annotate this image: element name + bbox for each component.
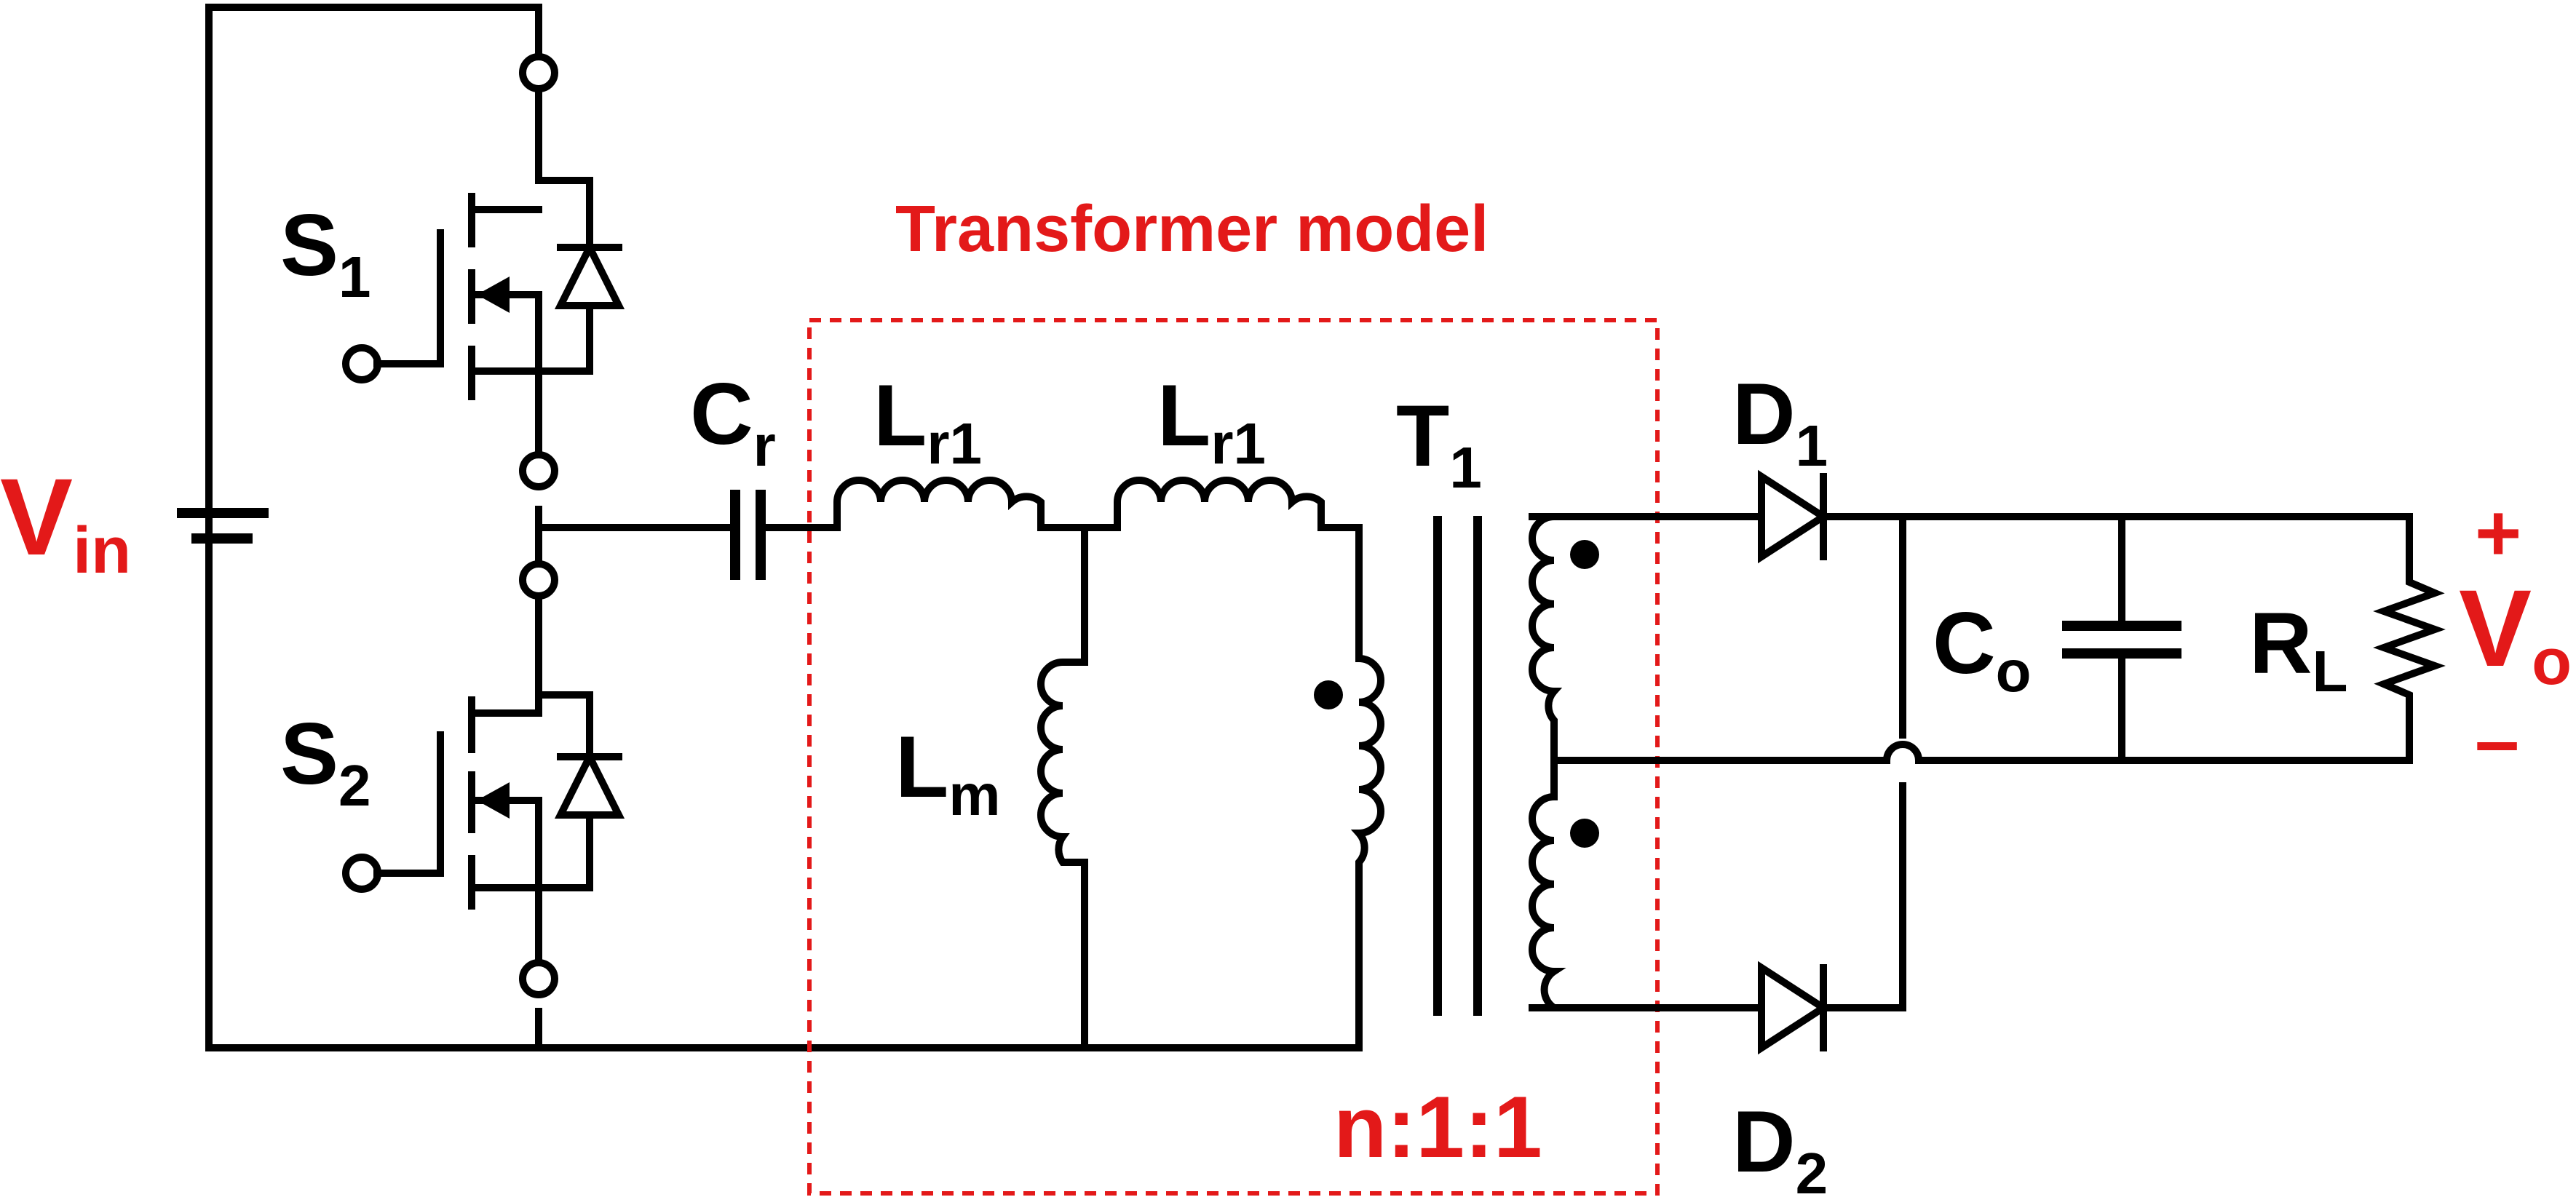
- turns-ratio-label: n:1:1: [1333, 1078, 1542, 1176]
- load-resistor-rl: RL: [2249, 513, 2446, 764]
- node-terminal: [519, 451, 558, 490]
- input-source-vin: Vin: [0, 4, 1363, 1051]
- lm-label: Lm: [895, 718, 1000, 827]
- s1-body-arrow-icon: [477, 277, 510, 313]
- lr1-b-label: Lr1: [1157, 367, 1266, 476]
- transformer-model-box: Transformer model n:1:1: [807, 193, 1660, 1196]
- magnetizing-inductor-lm: Lm: [895, 524, 1088, 1051]
- transformer-core-t1: T1: [1396, 387, 1482, 1016]
- secondary-upper-polarity-dot: [1570, 540, 1599, 569]
- s2-body-diode-icon: [554, 748, 625, 819]
- center-tap-wire: [1550, 741, 2413, 764]
- s1-body-diode-icon: [554, 239, 625, 309]
- vin-label: Vin: [0, 456, 131, 587]
- output-capacitor-co: Co: [1933, 513, 2181, 764]
- output-voltage-vo: + Vo –: [2459, 488, 2572, 785]
- resonant-inductor-lr1-a: Lr1: [833, 367, 1088, 531]
- node-terminal: [519, 560, 558, 600]
- s2-body-arrow-icon: [477, 782, 510, 819]
- resonant-inductor-lr1-b: Lr1: [1081, 367, 1363, 644]
- s2-gate-terminal: [342, 854, 381, 893]
- diode-d1: D1: [1732, 365, 2413, 564]
- cr-label: Cr: [690, 365, 776, 478]
- d1-label: D1: [1732, 365, 1828, 478]
- rl-label: RL: [2249, 594, 2348, 704]
- transformer-secondary-winding-upper: [1529, 513, 1765, 764]
- vo-minus-sign: –: [2475, 696, 2519, 785]
- d2-diode-icon: [1758, 961, 1831, 1055]
- d1-diode-icon: [1758, 469, 1831, 564]
- node-terminal: [519, 959, 558, 998]
- transformer-model-title: Transformer model: [895, 193, 1489, 266]
- d2-label: D2: [1732, 1093, 1828, 1197]
- resonant-capacitor-cr: Cr: [690, 365, 841, 580]
- switch-s1: S1: [280, 177, 625, 400]
- s2-label: S2: [280, 705, 371, 818]
- diode-d2: D2: [1732, 513, 1906, 1197]
- s1-label: S1: [280, 196, 371, 309]
- switch-s2: S2: [280, 691, 625, 910]
- half-bridge-leg: [519, 4, 739, 1051]
- vo-label: Vo: [2459, 567, 2572, 699]
- transformer-primary-winding: [1314, 637, 1384, 1051]
- co-label: Co: [1933, 594, 2032, 704]
- lr1-a-label: Lr1: [873, 367, 982, 476]
- s1-gate-terminal: [342, 344, 381, 383]
- vo-plus-sign: +: [2475, 488, 2521, 578]
- secondary-lower-polarity-dot: [1570, 819, 1599, 848]
- transformer-secondary-winding-lower: [1529, 757, 1765, 1011]
- t1-label: T1: [1396, 387, 1482, 500]
- primary-polarity-dot: [1314, 680, 1343, 709]
- node-terminal: [519, 53, 558, 92]
